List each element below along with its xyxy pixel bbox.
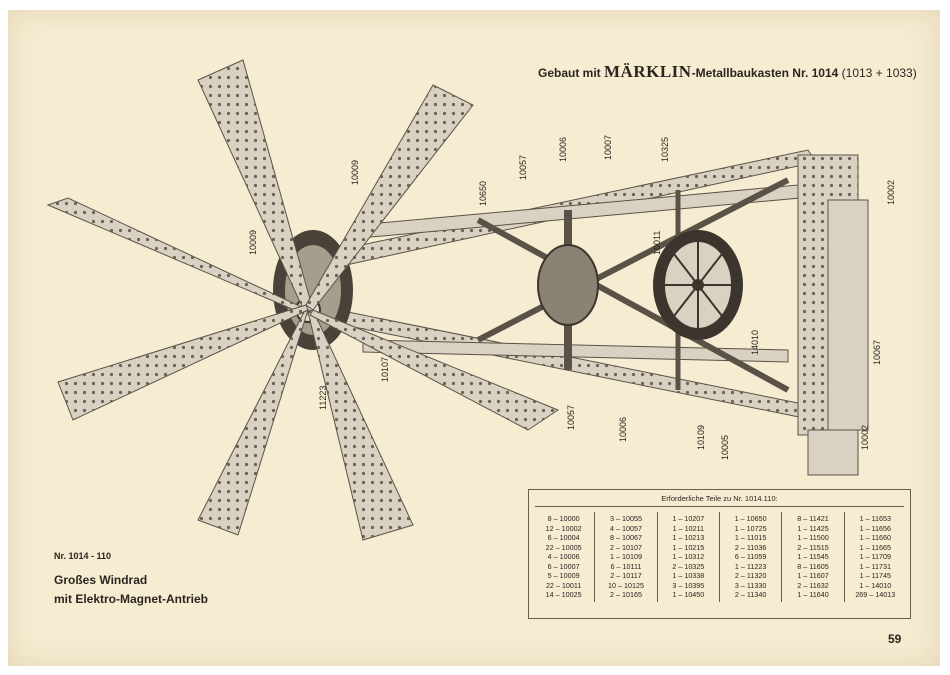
part-entry: 2 – 10117 <box>610 571 642 580</box>
part-entry: 1 – 11731 <box>859 561 892 571</box>
part-entry: 8 – 11421 <box>797 514 829 523</box>
part-entry: 4 – 10006 <box>547 552 580 561</box>
parts-list-title: Erforderliche Teile zu Nr. 1014.110: <box>535 494 904 507</box>
callout-10650: 10650 <box>478 181 488 206</box>
part-entry: 1 – 10213 <box>672 533 705 542</box>
callout-10009b: 10009 <box>248 230 258 255</box>
part-entry: 2 – 11632 <box>797 580 829 590</box>
callout-10005: 10005 <box>720 435 730 460</box>
rotor-blades <box>46 59 560 541</box>
part-entry: 2 – 10165 <box>610 590 642 599</box>
part-entry: 5 – 10009 <box>547 571 580 580</box>
part-entry: 1 – 11015 <box>734 533 767 542</box>
part-entry: 4 – 10057 <box>610 523 642 533</box>
part-entry: 3 – 10395 <box>672 580 705 590</box>
callout-10006a: 10006 <box>558 137 568 162</box>
frame <box>333 149 869 476</box>
part-entry: 10 – 10125 <box>608 580 644 590</box>
callout-10109: 10109 <box>696 425 706 450</box>
callout-11223: 11223 <box>318 386 328 410</box>
part-entry: 1 – 10215 <box>672 542 705 552</box>
brand-name: MÄRKLIN <box>604 62 692 81</box>
part-entry: 1 – 11653 <box>859 514 892 523</box>
part-entry: 1 – 10211 <box>672 523 705 533</box>
part-entry: 1 – 10207 <box>672 514 705 523</box>
callout-10107: 10107 <box>380 357 390 382</box>
part-callouts: 10009 10009 10057 10006 10007 10325 1065… <box>248 135 896 460</box>
part-entry: 1 – 10450 <box>672 590 705 599</box>
model-title: Großes Windrad <box>54 573 148 587</box>
callout-10057b: 10057 <box>566 405 576 430</box>
part-entry: 1 – 11745 <box>859 571 892 580</box>
callout-10011: 10011 <box>652 231 662 255</box>
part-entry: 1 – 14010 <box>859 580 892 590</box>
part-entry: 3 – 11330 <box>734 580 767 590</box>
catalog-page: Gebaut mit MÄRKLIN-Metallbaukasten Nr. 1… <box>8 10 940 666</box>
callout-10002b: 10002 <box>860 425 870 450</box>
drive-wheel <box>537 230 743 340</box>
part-entry: 2 – 11340 <box>734 590 767 599</box>
callout-10067: 10067 <box>872 340 882 365</box>
part-entry: 2 – 11036 <box>734 542 767 552</box>
part-entry: 8 – 11605 <box>797 561 829 571</box>
part-entry: 2 – 11320 <box>734 571 767 580</box>
part-entry: 6 – 10111 <box>610 561 642 571</box>
page-number: 59 <box>888 632 902 646</box>
part-entry: 6 – 10007 <box>547 561 580 571</box>
part-entry: 1 – 11545 <box>797 552 829 561</box>
part-entry: 1 – 11660 <box>859 533 892 542</box>
callout-10007: 10007 <box>603 135 613 160</box>
part-entry: 1 – 11656 <box>859 523 892 533</box>
part-entry: 22 – 10011 <box>545 580 582 590</box>
part-entry: 3 – 10055 <box>610 514 642 523</box>
part-entry: 22 – 10005 <box>545 542 582 552</box>
model-subtitle: mit Elektro-Magnet-Antrieb <box>54 592 209 606</box>
part-entry: 8 – 10067 <box>610 533 642 542</box>
model-caption: Nr. 1014 - 110 Großes Windrad mit Elektr… <box>54 551 208 609</box>
part-entry: 1 – 11607 <box>797 571 829 580</box>
windmill-illustration: 10009 10009 10057 10006 10007 10325 1065… <box>46 59 896 541</box>
part-entry: 12 – 10002 <box>545 523 582 533</box>
callout-10009a: 10009 <box>350 160 360 185</box>
part-entry: 1 – 11640 <box>797 590 829 599</box>
part-entry: 1 – 10725 <box>734 523 767 533</box>
callout-14010: 14010 <box>750 330 760 355</box>
part-entry: 8 – 10000 <box>547 514 580 523</box>
part-entry: 2 – 10107 <box>610 542 642 552</box>
part-entry: 1 – 10650 <box>734 514 767 523</box>
part-entry: 6 – 11059 <box>734 552 767 561</box>
callout-10057a: 10057 <box>518 155 528 180</box>
callout-10325: 10325 <box>660 137 670 162</box>
header-prefix: Gebaut mit <box>538 66 601 80</box>
callout-10006b: 10006 <box>618 417 628 442</box>
part-entry: 1 – 10312 <box>672 552 705 561</box>
part-entry: 1 – 11500 <box>797 533 829 542</box>
part-entry: 1 – 11665 <box>859 542 892 552</box>
part-entry: 2 – 10325 <box>672 561 705 571</box>
part-entry: 1 – 11425 <box>797 523 829 533</box>
header-suffix: -Metallbaukasten Nr. 1014 <box>691 66 839 80</box>
part-entry: 2 – 11515 <box>797 542 829 552</box>
model-number: Nr. 1014 - 110 <box>54 551 112 561</box>
parts-list: Erforderliche Teile zu Nr. 1014.110: 8 –… <box>528 489 911 619</box>
part-entry: 14 – 10025 <box>545 590 582 599</box>
header-models: (1013 + 1033) <box>841 66 917 80</box>
page-header: Gebaut mit MÄRKLIN-Metallbaukasten Nr. 1… <box>538 62 938 82</box>
callout-10002a: 10002 <box>886 180 896 205</box>
part-entry: 1 – 10338 <box>672 571 705 580</box>
part-entry: 269 – 14013 <box>855 590 896 599</box>
part-entry: 1 – 11709 <box>859 552 892 561</box>
part-entry: 6 – 10004 <box>547 533 580 542</box>
part-entry: 1 – 10109 <box>610 552 642 561</box>
part-entry: 1 – 11223 <box>734 561 767 571</box>
